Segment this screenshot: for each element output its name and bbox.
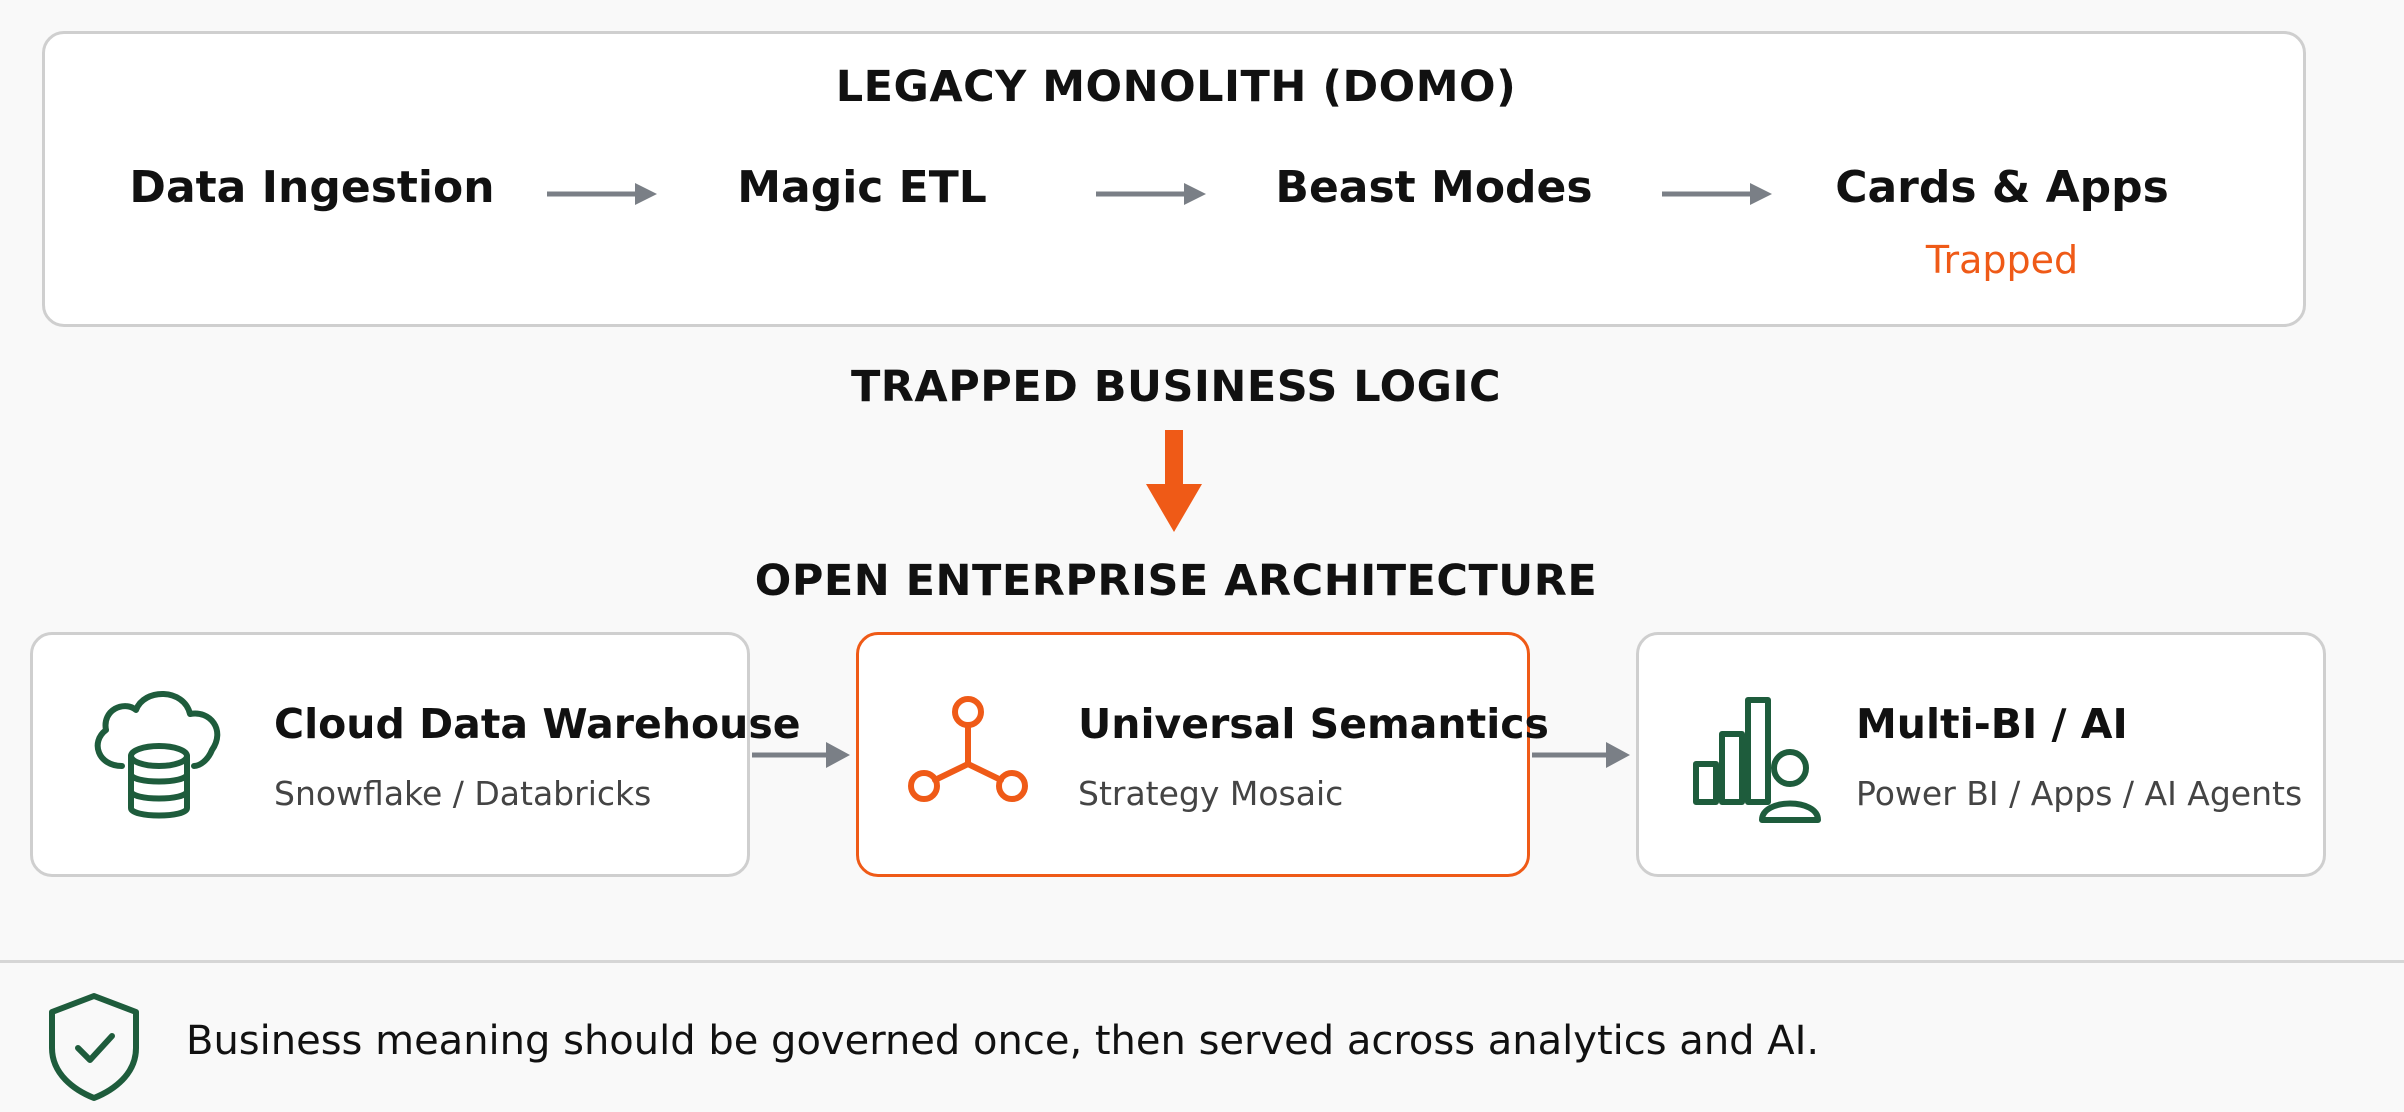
footer-statement: Business meaning should be governed once… [186, 1018, 1820, 1064]
down-arrow [1146, 430, 1202, 532]
legacy-monolith-panel [42, 31, 2306, 327]
card-subtitle-semantics: Strategy Mosaic [1078, 774, 1344, 813]
shield-check-icon [49, 993, 139, 1101]
flow-arrow-5 [1532, 742, 1630, 768]
flow-arrow-2 [1096, 183, 1206, 205]
open-architecture-title: OPEN ENTERPRISE ARCHITECTURE [754, 556, 1598, 606]
trapped-note: Trapped [1925, 238, 2079, 282]
stage-beast-modes: Beast Modes [1275, 162, 1593, 213]
stage-magic-etl: Magic ETL [737, 162, 987, 213]
network-nodes-icon [908, 696, 1028, 802]
card-title-cloud: Cloud Data Warehouse [274, 700, 801, 748]
flow-arrow-4 [752, 742, 850, 768]
card-title-semantics: Universal Semantics [1078, 700, 1549, 748]
card-subtitle-cloud: Snowflake / Databricks [274, 774, 652, 813]
cloud-database-icon [94, 691, 221, 819]
stage-cards-apps: Cards & Apps [1835, 162, 2169, 213]
footer-divider [0, 960, 2404, 963]
legacy-title: LEGACY MONOLITH (DOMO) [835, 62, 1517, 112]
card-title-multi-bi: Multi-BI / AI [1856, 700, 2128, 748]
stage-data-ingestion: Data Ingestion [129, 162, 495, 213]
transition-label: TRAPPED BUSINESS LOGIC [850, 362, 1502, 412]
flow-arrow-3 [1662, 183, 1772, 205]
flow-arrow-1 [547, 183, 657, 205]
bar-chart-user-icon [1693, 697, 1821, 823]
card-subtitle-multi-bi: Power BI / Apps / AI Agents [1856, 774, 2303, 813]
